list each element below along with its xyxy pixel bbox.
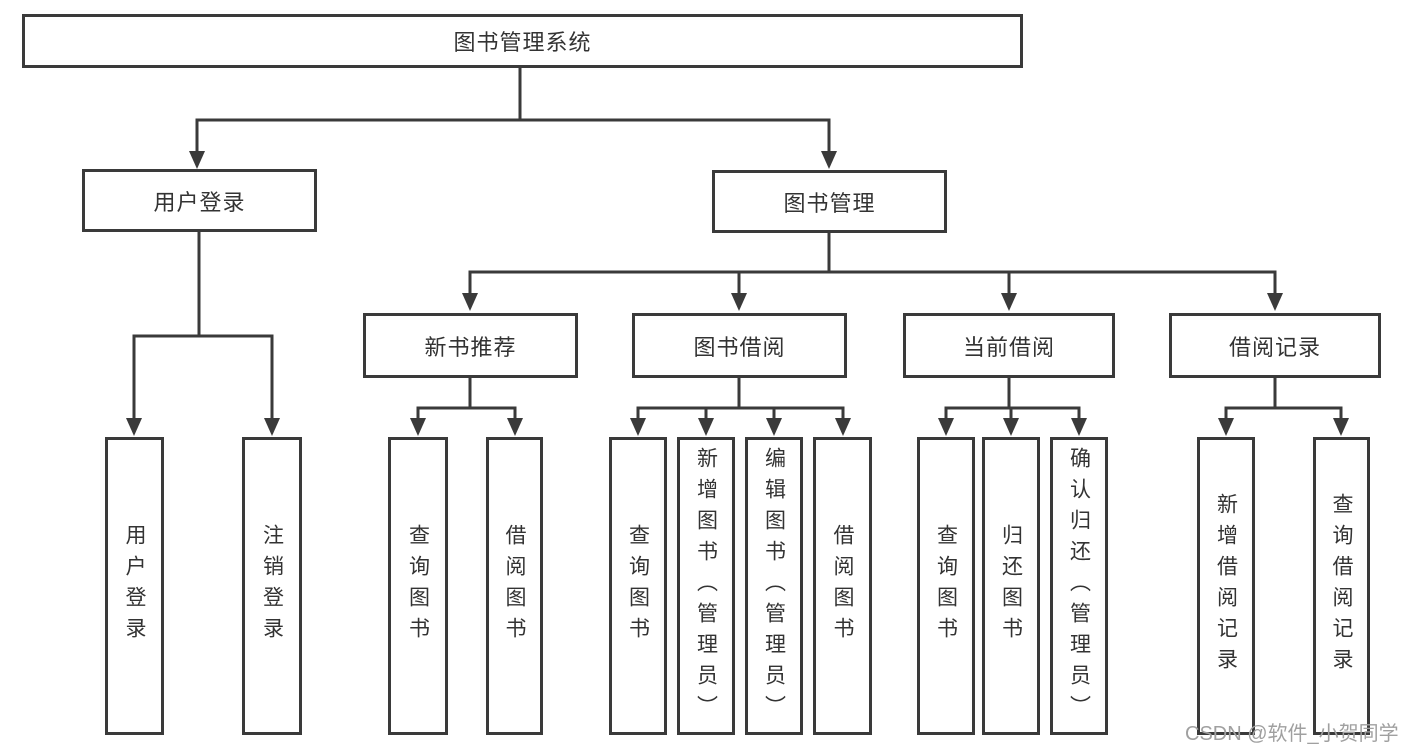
node-label: 图书借阅: [693, 334, 786, 360]
leaf-return-book: 归还图书: [982, 437, 1040, 735]
arrowhead-leaf-user-login: [126, 418, 142, 436]
leaf-label: 新增图书（管理员）: [694, 446, 718, 726]
leaf-label: 归还图书: [999, 524, 1023, 648]
arrowhead-leaf-query-record: [1333, 418, 1349, 436]
leaf-query-borrow-record: 查询借阅记录: [1313, 437, 1370, 735]
arrowhead-user-login: [189, 151, 205, 169]
node-label: 用户登录: [153, 189, 246, 215]
leaf-confirm-return-admin: 确认归还（管理员）: [1050, 437, 1108, 735]
node-label: 图书管理系统: [453, 30, 592, 55]
arrowhead-leaf-return: [1003, 418, 1019, 436]
csdn-watermark: CSDN @软件_小贺同学: [1185, 723, 1399, 745]
leaf-label: 注销登录: [260, 524, 284, 648]
connector-records-rail: [1224, 406, 1343, 420]
node-new-book-recommend: 新书推荐: [363, 313, 578, 378]
arrowhead-leaf-add-record: [1218, 418, 1234, 436]
connector-root-rail: [195, 118, 831, 152]
node-label: 当前借阅: [962, 334, 1055, 360]
leaf-label: 新增借阅记录: [1214, 493, 1238, 679]
arrowhead-current-borrow: [1001, 293, 1017, 311]
leaf-edit-book-admin: 编辑图书（管理员）: [745, 437, 803, 735]
leaf-label: 借阅图书: [503, 524, 526, 648]
arrowhead-leaf-query-3: [938, 418, 954, 436]
leaf-label: 编辑图书（管理员）: [762, 446, 786, 726]
leaf-label: 借阅图书: [831, 524, 854, 648]
leaf-logout: 注销登录: [242, 437, 302, 735]
connector-userlogin-rail: [132, 334, 274, 420]
leaf-label: 查询图书: [934, 524, 958, 648]
node-current-borrow: 当前借阅: [903, 313, 1115, 378]
arrowhead-new-book: [462, 293, 478, 311]
node-book-borrow: 图书借阅: [632, 313, 847, 378]
connector-newbook-rail: [416, 406, 517, 420]
node-label: 新书推荐: [424, 334, 517, 360]
leaf-query-books-1: 查询图书: [388, 437, 448, 735]
arrowhead-leaf-logout: [264, 418, 280, 436]
leaf-query-books-2: 查询图书: [609, 437, 667, 735]
arrowhead-leaf-borrow-1: [507, 418, 523, 436]
leaf-add-book-admin: 新增图书（管理员）: [677, 437, 735, 735]
leaf-label: 查询图书: [406, 524, 430, 648]
node-label: 图书管理: [783, 190, 876, 216]
node-label: 借阅记录: [1228, 334, 1321, 360]
leaf-add-borrow-record: 新增借阅记录: [1197, 437, 1255, 735]
leaf-borrow-books-1: 借阅图书: [486, 437, 543, 735]
node-system-root: 图书管理系统: [22, 14, 1023, 68]
arrowhead-leaf-edit-book: [766, 418, 782, 436]
arrowhead-leaf-query-1: [410, 418, 426, 436]
leaf-query-books-3: 查询图书: [917, 437, 975, 735]
arrowhead-leaf-add-book: [698, 418, 714, 436]
node-borrow-records: 借阅记录: [1169, 313, 1381, 378]
arrowhead-borrow-records: [1267, 293, 1283, 311]
leaf-label: 查询图书: [626, 524, 650, 648]
node-user-login: 用户登录: [82, 169, 317, 232]
connector-bookmgmt-rail: [468, 270, 1277, 294]
leaf-label: 查询借阅记录: [1330, 493, 1353, 679]
leaf-label: 用户登录: [123, 524, 146, 648]
arrowhead-book-management: [821, 151, 837, 169]
arrowhead-book-borrow: [731, 293, 747, 311]
leaf-borrow-books-2: 借阅图书: [813, 437, 872, 735]
arrowhead-leaf-confirm-return: [1071, 418, 1087, 436]
node-book-management: 图书管理: [712, 170, 947, 233]
leaf-label: 确认归还（管理员）: [1067, 446, 1091, 726]
connector-bookborrow-rail: [636, 406, 845, 420]
arrowhead-leaf-query-2: [630, 418, 646, 436]
leaf-user-login: 用户登录: [105, 437, 164, 735]
arrowhead-leaf-borrow-2: [835, 418, 851, 436]
